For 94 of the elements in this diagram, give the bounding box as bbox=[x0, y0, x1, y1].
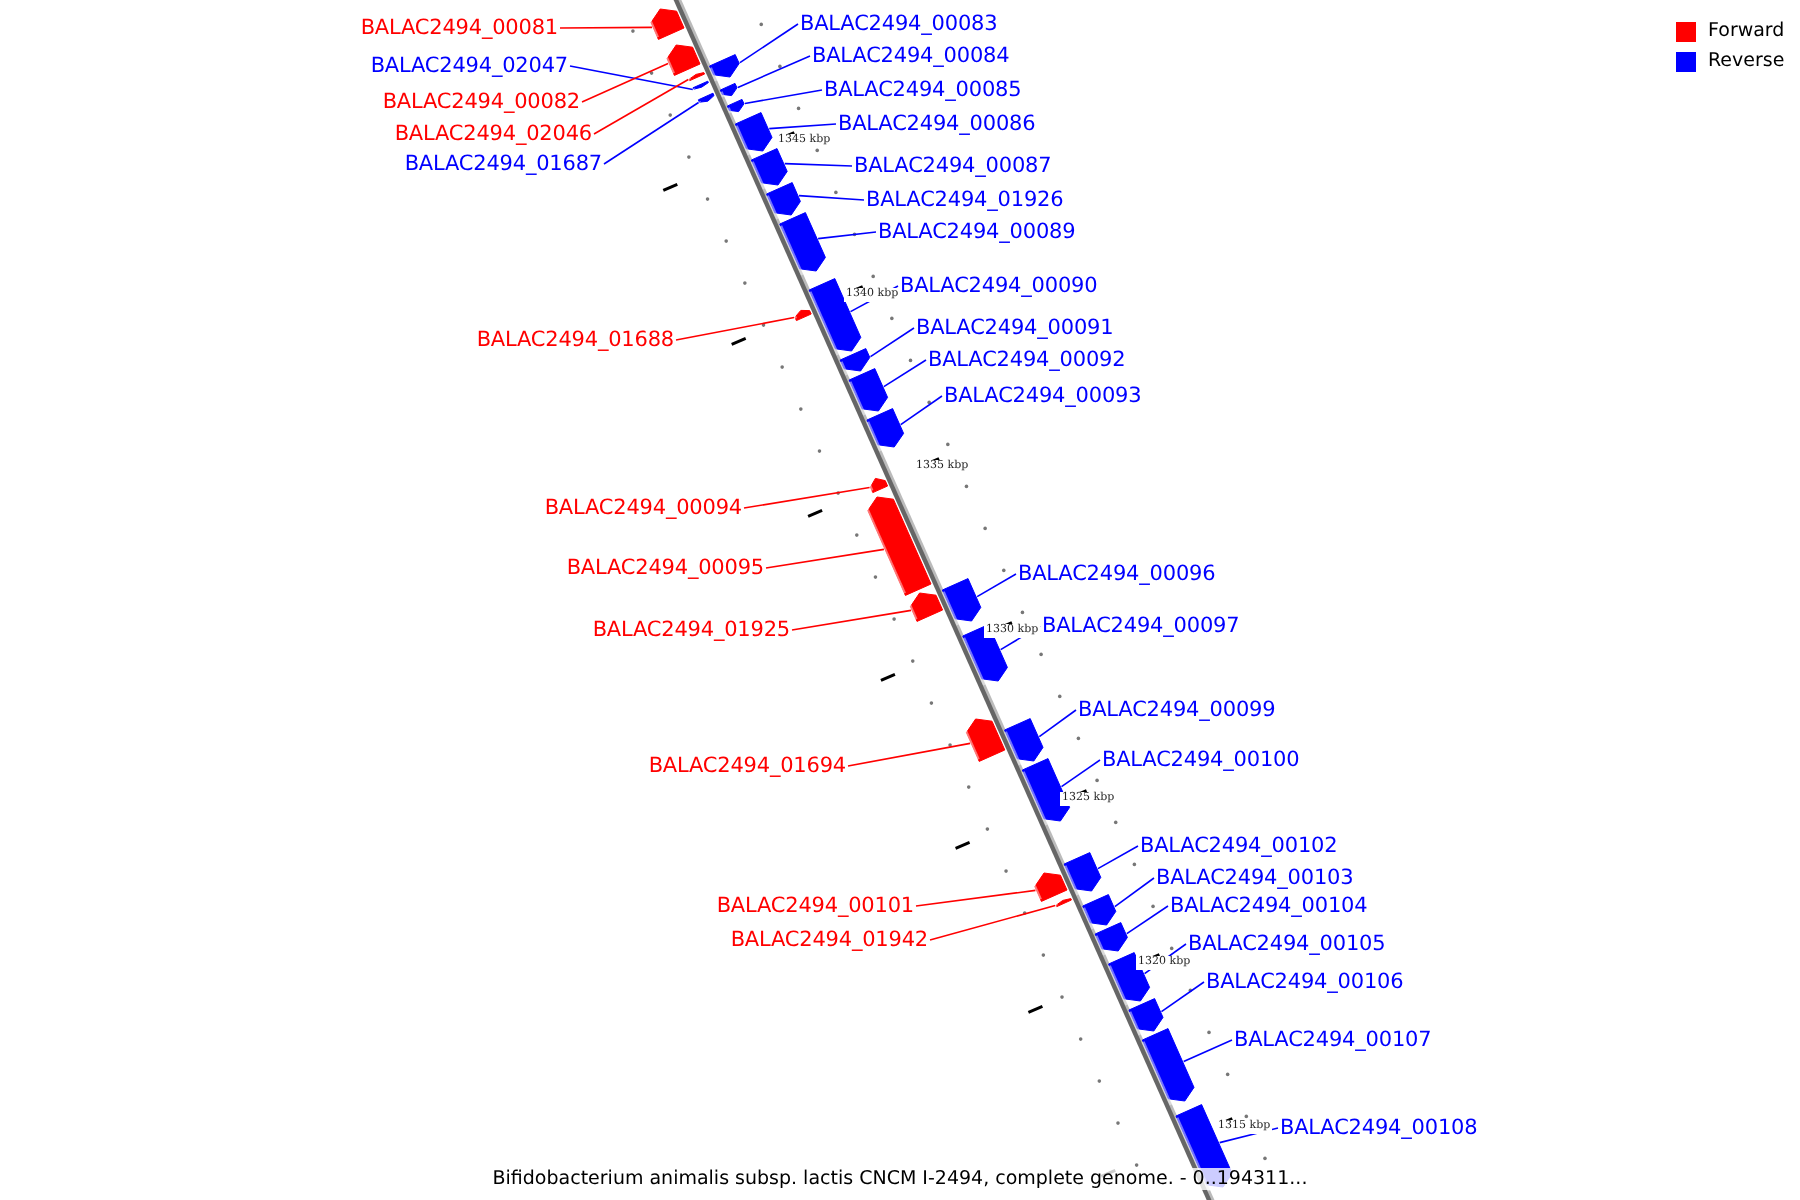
gene-label: BALAC2494_00084 bbox=[812, 43, 1010, 69]
gene-bar bbox=[687, 72, 706, 82]
gene-bar bbox=[662, 44, 701, 76]
gene-bar bbox=[866, 408, 905, 452]
gene-bar bbox=[750, 148, 788, 190]
gene-bar bbox=[867, 477, 889, 494]
gene-bar bbox=[839, 348, 871, 376]
leader-line bbox=[569, 65, 694, 91]
legend-label: Forward bbox=[1708, 18, 1785, 46]
gene-bar bbox=[692, 80, 709, 91]
gene-bar bbox=[1094, 922, 1128, 956]
gene-label: BALAC2494_00086 bbox=[838, 111, 1036, 137]
gene-label: BALAC2494_00097 bbox=[1042, 613, 1240, 639]
leader-line bbox=[1038, 709, 1077, 738]
gene-bar bbox=[1004, 718, 1044, 766]
gene-label: BALAC2494_00090 bbox=[900, 273, 1098, 299]
leader-line bbox=[784, 162, 853, 167]
leader-line bbox=[791, 609, 912, 631]
leader-line bbox=[899, 395, 943, 426]
leader-line bbox=[737, 55, 811, 89]
gene-label: BALAC2494_00091 bbox=[916, 315, 1114, 341]
gene-label: BALAC2494_01687 bbox=[404, 151, 602, 177]
gene-bar bbox=[962, 718, 1006, 762]
leader-line bbox=[593, 78, 690, 135]
gene-label: BALAC2494_00105 bbox=[1188, 931, 1386, 957]
leader-line bbox=[739, 23, 799, 64]
gene-label: BALAC2494_00104 bbox=[1170, 893, 1368, 919]
leader-line bbox=[743, 486, 871, 509]
gene-label: BALAC2494_02047 bbox=[370, 53, 568, 79]
leader-line bbox=[915, 889, 1037, 907]
gene-bar bbox=[719, 82, 738, 98]
gene-label: BALAC2494_00100 bbox=[1102, 747, 1300, 773]
gene-bar bbox=[793, 309, 812, 322]
leader-line bbox=[1160, 981, 1205, 1013]
gene-bar bbox=[647, 8, 685, 40]
leader-line bbox=[1114, 877, 1155, 908]
gene-bar bbox=[779, 212, 826, 276]
leader-line bbox=[817, 231, 877, 240]
gene-bar bbox=[1054, 898, 1072, 908]
leader-line bbox=[847, 742, 971, 767]
gene-label: BALAC2494_00096 bbox=[1018, 561, 1216, 587]
gene-label: BALAC2494_00102 bbox=[1140, 833, 1338, 859]
leader-line bbox=[869, 327, 915, 358]
legend-label: Reverse bbox=[1708, 48, 1785, 76]
gene-bar bbox=[1128, 998, 1164, 1036]
gene-bar bbox=[906, 592, 944, 622]
gene-label: BALAC2494_01942 bbox=[730, 927, 928, 953]
leader-line bbox=[929, 904, 1057, 941]
gene-label: BALAC2494_02046 bbox=[394, 121, 592, 147]
leader-line bbox=[768, 123, 837, 130]
gene-label: BALAC2494_00092 bbox=[928, 347, 1126, 373]
gene-bar bbox=[941, 578, 982, 626]
gene-label: BALAC2494_00093 bbox=[944, 383, 1142, 409]
gene-label: BALAC2494_01926 bbox=[866, 187, 1064, 213]
gene-label: BALAC2494_01694 bbox=[648, 753, 846, 779]
gene-label: BALAC2494_00085 bbox=[824, 77, 1022, 103]
gene-label: BALAC2494_00099 bbox=[1078, 697, 1276, 723]
gene-label: BALAC2494_00081 bbox=[360, 15, 558, 41]
leader-line bbox=[1182, 1039, 1233, 1063]
leader-line bbox=[581, 62, 669, 103]
leader-line bbox=[744, 89, 823, 105]
gene-bar bbox=[734, 112, 773, 156]
leader-line bbox=[1126, 905, 1169, 935]
leader-line bbox=[798, 194, 865, 201]
leader-line bbox=[976, 573, 1017, 598]
gene-bar bbox=[726, 98, 745, 114]
gene-label: BALAC2494_00094 bbox=[544, 495, 742, 521]
gene-bar bbox=[1063, 852, 1102, 896]
gene-label: BALAC2494_00083 bbox=[800, 11, 998, 37]
gene-bar bbox=[1141, 1028, 1195, 1106]
gene-label: BALAC2494_01688 bbox=[476, 327, 674, 353]
leader-line bbox=[883, 359, 927, 388]
gene-label: BALAC2494_01925 bbox=[592, 617, 790, 643]
gene-label: BALAC2494_00101 bbox=[716, 893, 914, 919]
gene-label: BALAC2494_00087 bbox=[854, 153, 1052, 179]
gene-bar bbox=[766, 182, 801, 220]
gene-label: BALAC2494_00103 bbox=[1156, 865, 1354, 891]
gene-label: BALAC2494_00082 bbox=[382, 89, 580, 115]
leader-line bbox=[559, 26, 653, 29]
gene-label: BALAC2494_00108 bbox=[1280, 1115, 1478, 1141]
leader-line bbox=[1097, 845, 1139, 870]
leader-line bbox=[675, 316, 795, 341]
leader-line bbox=[603, 101, 700, 165]
caption: Bifidobacterium animalis subsp. lactis CNCM I-2494, complete genome. - 0..194311... bbox=[492, 1168, 1308, 1190]
gene-label: BALAC2494_00107 bbox=[1234, 1027, 1432, 1053]
gene-bar bbox=[1082, 894, 1117, 930]
gene-label: BALAC2494_00089 bbox=[878, 219, 1076, 245]
gene-label: BALAC2494_00095 bbox=[566, 555, 764, 581]
gene-label: BALAC2494_00106 bbox=[1206, 969, 1404, 995]
gene-bar bbox=[863, 496, 932, 596]
gene-bar bbox=[1030, 872, 1068, 902]
leader-line bbox=[765, 548, 885, 569]
leader-line bbox=[1060, 759, 1101, 788]
gene-bar bbox=[697, 92, 715, 104]
